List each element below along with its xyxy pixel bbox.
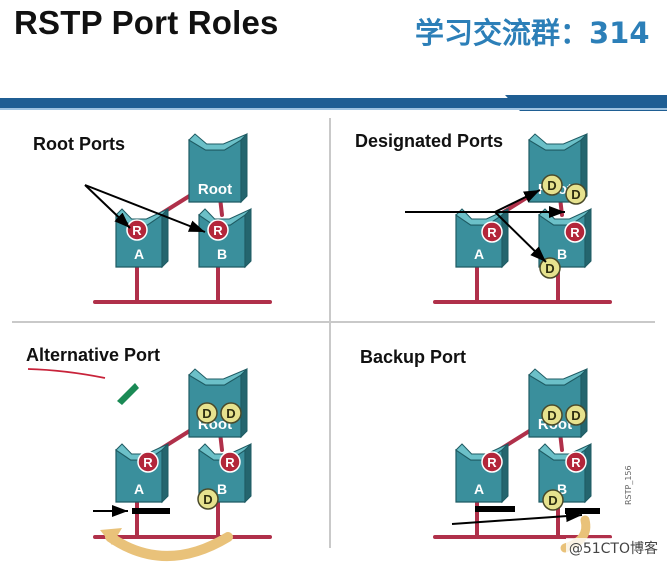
quadrant-label-designated-ports: Designated Ports xyxy=(355,131,504,151)
slide-code: RSTP_156 xyxy=(624,465,633,505)
port-letter: R xyxy=(570,225,580,240)
group-text: 学习交流群：314 xyxy=(415,16,650,50)
designated-port-marker: D xyxy=(542,489,564,511)
root-port-marker: R xyxy=(207,219,229,241)
root-port-marker: R xyxy=(564,221,586,243)
quadrant-label-root-ports: Root Ports xyxy=(33,134,125,154)
quadrant-label-alternative-port: Alternative Port xyxy=(26,345,161,365)
arrow-icon xyxy=(84,184,206,233)
port-letter: R xyxy=(225,455,235,470)
switch-label: A xyxy=(134,481,144,497)
port-letter: R xyxy=(571,455,581,470)
root-port-marker: R xyxy=(565,451,587,473)
watermark-text: @51CTO博客 xyxy=(565,538,661,558)
root-port-marker: R xyxy=(126,219,148,241)
redirect-arrowhead xyxy=(100,528,122,545)
switch-icon: A xyxy=(115,442,169,504)
port-letter: D xyxy=(571,187,580,202)
designated-port-marker: D xyxy=(220,402,242,424)
arrow-icon xyxy=(494,211,547,263)
arrow-icon xyxy=(84,184,131,229)
root-port-marker: R xyxy=(481,451,503,473)
switches: RootABRootABRootABRootAB xyxy=(115,132,592,504)
designated-port-marker: D xyxy=(196,402,218,424)
designated-port-marker: D xyxy=(565,404,587,426)
port-letter: D xyxy=(226,406,235,421)
annotations xyxy=(27,368,600,561)
arrow-icon xyxy=(451,510,583,525)
switch-icon: Root xyxy=(528,367,588,439)
arrows xyxy=(84,184,583,525)
designated-port-marker: D xyxy=(197,488,219,510)
switch-label: B xyxy=(557,246,567,262)
switch-label: B xyxy=(217,481,227,497)
port-letter: D xyxy=(571,408,580,423)
port-letter: D xyxy=(547,408,556,423)
switch-label: A xyxy=(134,246,144,262)
handwritten-underline xyxy=(27,368,106,379)
switch-icon: Root xyxy=(188,367,248,439)
switch-label: B xyxy=(557,481,567,497)
port-letter: D xyxy=(203,492,212,507)
network-links xyxy=(93,178,612,539)
designated-port-marker: D xyxy=(541,404,563,426)
port-letter: R xyxy=(132,223,142,238)
designated-port-marker: D xyxy=(539,257,561,279)
root-port-marker: R xyxy=(219,451,241,473)
pen-icon xyxy=(117,383,139,405)
quadrant-label-backup-port: Backup Port xyxy=(360,347,467,367)
port-letter: R xyxy=(213,223,223,238)
root-port-marker: R xyxy=(137,451,159,473)
switch-icon: A xyxy=(455,442,509,504)
switch-label: B xyxy=(217,246,227,262)
port-letter: D xyxy=(545,261,554,276)
switch-label: Root xyxy=(198,181,232,198)
port-letter: R xyxy=(487,455,497,470)
port-letter: D xyxy=(548,493,557,508)
switch-icon: Root xyxy=(188,132,248,204)
port-letter: D xyxy=(547,178,556,193)
port-letter: D xyxy=(202,406,211,421)
designated-port-marker: D xyxy=(541,174,563,196)
header-bar xyxy=(0,95,667,111)
root-port-marker: R xyxy=(481,221,503,243)
slide-title: RSTP Port Roles xyxy=(14,4,279,41)
port-letter: R xyxy=(487,225,497,240)
redirect-arrow xyxy=(105,532,233,561)
switch-label: A xyxy=(474,481,484,497)
designated-port-marker: D xyxy=(565,183,587,205)
switch-label: A xyxy=(474,246,484,262)
arrow-icon xyxy=(494,189,541,213)
port-letter: R xyxy=(143,455,153,470)
